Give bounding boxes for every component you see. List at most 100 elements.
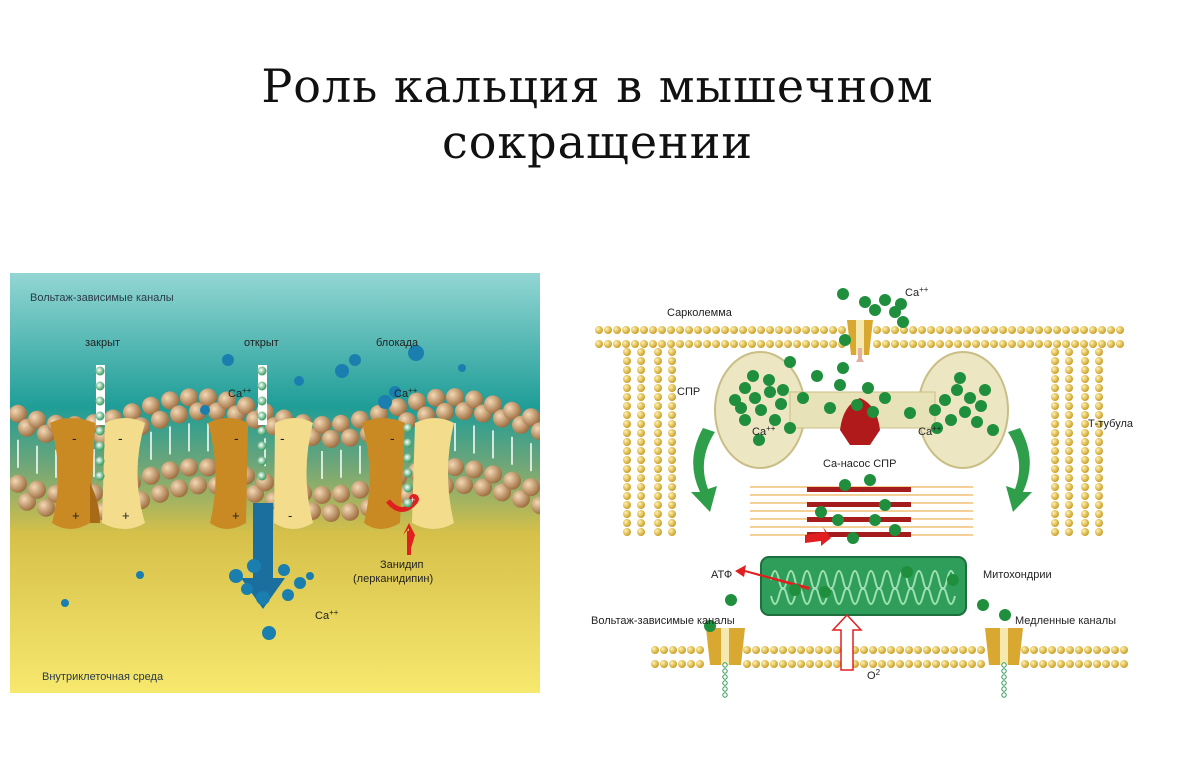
membrane-bead [1081, 429, 1089, 437]
membrane-bead [743, 646, 751, 654]
membrane-bead [1044, 340, 1052, 348]
membrane-bead [860, 660, 868, 668]
calcium-ion [839, 334, 851, 346]
calcium-ion [747, 370, 759, 382]
membrane-bead [1095, 429, 1103, 437]
calcium-ion [739, 382, 751, 394]
membrane-bead [637, 420, 645, 428]
membrane-bead [654, 519, 662, 527]
calcium-ion [999, 609, 1011, 621]
membrane-bead [604, 326, 612, 334]
ion-in-channel [257, 381, 267, 391]
membrane-bead [1081, 402, 1089, 410]
membrane-bead [1081, 456, 1089, 464]
membrane-bead [797, 660, 805, 668]
membrane-bead [909, 326, 917, 334]
membrane-bead [687, 660, 695, 668]
membrane-bead [918, 326, 926, 334]
membrane-bead [1051, 375, 1059, 383]
voltage-channels-label: Вольтаж-зависимые каналы [591, 615, 735, 627]
membrane-bead [873, 340, 881, 348]
membrane-bead [1065, 357, 1073, 365]
calcium-ion [951, 384, 963, 396]
membrane-bead [640, 340, 648, 348]
calcium-ions [704, 288, 1011, 698]
membrane-bead [1111, 660, 1119, 668]
membrane-bead [1081, 384, 1089, 392]
membrane-bead [811, 326, 819, 334]
membrane-bead [1051, 429, 1059, 437]
ion-in-channel [257, 411, 267, 421]
membrane-bead [766, 326, 774, 334]
ion-chain-bead [722, 674, 728, 680]
membrane-bead [637, 456, 645, 464]
drug-name: Занидип [380, 559, 424, 571]
calcium-ion [839, 479, 851, 491]
calcium-ion [755, 404, 767, 416]
membrane-bead [999, 326, 1007, 334]
ion-chain-bead [1001, 668, 1007, 674]
membrane-bead [1065, 465, 1073, 473]
membrane-bead [1066, 646, 1074, 654]
release-arrow-right [1006, 428, 1032, 512]
membrane-bead [637, 519, 645, 527]
calcium-ion [879, 294, 891, 306]
lipid-head [180, 458, 198, 477]
membrane-bead [779, 646, 787, 654]
membrane-bead [730, 340, 738, 348]
membrane-bead [820, 326, 828, 334]
membrane-bead [623, 528, 631, 536]
membrane-bead [1095, 384, 1103, 392]
membrane-bead [631, 340, 639, 348]
membrane-bead [990, 340, 998, 348]
membrane-bead [668, 384, 676, 392]
calcium-ion [979, 384, 991, 396]
calcium-ion [749, 392, 761, 404]
calcium-ion [945, 414, 957, 426]
calcium-ion [262, 626, 276, 640]
membrane-bead [669, 646, 677, 654]
membrane-bead [1095, 375, 1103, 383]
membrane-bead [649, 326, 657, 334]
calcium-to-filament-arrow [805, 527, 831, 546]
t-tubule-label: Т-тубула [1088, 418, 1134, 430]
membrane-bead [637, 501, 645, 509]
membrane-bead [1089, 340, 1097, 348]
membrane-bead [595, 340, 603, 348]
calcium-ion [784, 356, 796, 368]
membrane-bead [668, 348, 676, 356]
membrane-bead [1075, 660, 1083, 668]
calcium-ion [904, 407, 916, 419]
membrane-bead [743, 660, 751, 668]
membrane-bead [1120, 660, 1128, 668]
membrane-bead [1095, 420, 1103, 428]
membrane-bead [882, 326, 890, 334]
membrane-bead [667, 340, 675, 348]
ion-in-channel [257, 396, 267, 406]
membrane-bead [668, 357, 676, 365]
calcium-ion [408, 345, 424, 361]
svg-text:-: - [234, 430, 239, 446]
membrane-bead [623, 465, 631, 473]
membrane-bead [811, 340, 819, 348]
membrane-bead [815, 660, 823, 668]
membrane-bead [654, 465, 662, 473]
membrane-bead [623, 474, 631, 482]
membrane-bead [1081, 510, 1089, 518]
membrane-bead [878, 660, 886, 668]
ion-in-channel [95, 471, 105, 481]
membrane-bead [1065, 438, 1073, 446]
membrane-bead [1089, 326, 1097, 334]
membrane-bead [1095, 447, 1103, 455]
membrane-bead [972, 340, 980, 348]
membrane-bead [968, 660, 976, 668]
membrane-bead [654, 420, 662, 428]
ion-in-channel [403, 468, 413, 478]
lipid-head [341, 428, 359, 447]
calcium-ion [753, 434, 765, 446]
membrane-bead [945, 340, 953, 348]
membrane-bead [668, 402, 676, 410]
membrane-bead [1065, 474, 1073, 482]
membrane-bead [788, 660, 796, 668]
ion-in-channel [403, 453, 413, 463]
